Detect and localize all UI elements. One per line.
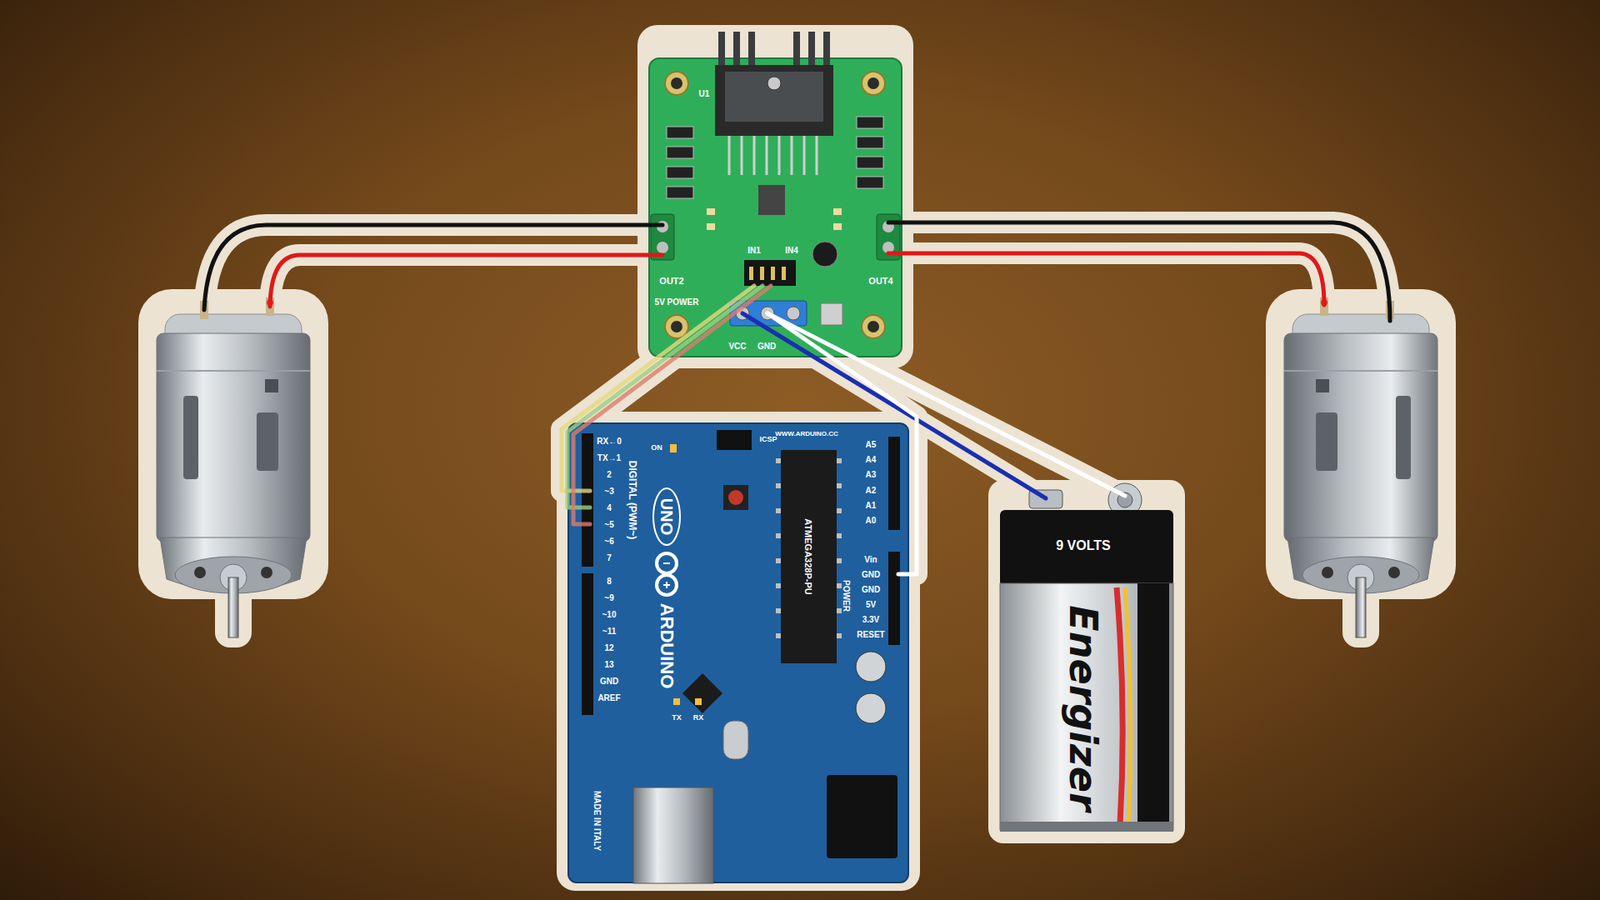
pin-label: GND xyxy=(757,341,776,351)
website-label: WWW.ARDUINO.CC xyxy=(775,430,839,439)
header-label: ICSP xyxy=(759,435,777,445)
pin-label: ~3 xyxy=(604,486,614,496)
pin-label: AREF xyxy=(597,693,620,703)
battery-voltage: 9 VOLTS xyxy=(1055,538,1111,554)
led-label: TX xyxy=(671,714,682,723)
pin-label: IN4 xyxy=(785,245,799,255)
pin-label: VCC xyxy=(728,341,746,351)
origin-label: MADE IN ITALY xyxy=(592,790,602,851)
pin-label: RX←0 xyxy=(596,436,621,446)
pin-label: ~10 xyxy=(602,610,617,620)
header-title: DIGITAL (PWM~) xyxy=(625,460,637,540)
pin-label: A1 xyxy=(865,500,877,510)
header-title: POWER xyxy=(841,580,851,612)
pin-label: 5V xyxy=(865,600,876,610)
terminal-label: OUT2 xyxy=(659,275,684,286)
pin-label: 2 xyxy=(606,470,612,480)
pin-label: 8 xyxy=(606,576,612,586)
pin-label: 4 xyxy=(606,503,612,513)
led-label: ON xyxy=(650,444,663,453)
pin-label: ~6 xyxy=(604,536,614,546)
pin-label: A3 xyxy=(865,470,877,480)
dc-motor xyxy=(138,289,329,648)
pin-label: 7 xyxy=(606,553,612,563)
pin-label: A2 xyxy=(865,485,877,495)
pin-label: TX→1 xyxy=(597,453,621,463)
pin-label: GND xyxy=(600,676,619,686)
pin-label: 3.3V xyxy=(862,615,880,625)
arduino-board xyxy=(556,411,920,891)
board-model: UNO xyxy=(657,498,676,535)
battery-9v xyxy=(988,480,1185,844)
pin-label: RESET xyxy=(856,630,885,640)
pin-label: 12 xyxy=(604,643,614,653)
terminal-label: OUT4 xyxy=(868,275,893,286)
pin-label: IN1 xyxy=(747,245,761,255)
chip-label: ATMEGA328P-PU xyxy=(803,518,814,595)
silkscreen-label: U1 xyxy=(699,89,710,99)
pin-label: ~11 xyxy=(602,626,616,636)
dc-motor xyxy=(1265,289,1456,648)
pin-label: ~5 xyxy=(604,520,614,530)
pin-label: GND xyxy=(861,570,880,580)
pin-label: ~9 xyxy=(604,593,614,603)
pin-label: 13 xyxy=(604,660,614,670)
board-brand: ARDUINO xyxy=(656,603,677,690)
pin-label: Vin xyxy=(864,555,877,565)
pin-label: A0 xyxy=(865,515,877,525)
pin-label: A5 xyxy=(865,440,877,450)
led-label: RX xyxy=(693,714,705,723)
silkscreen-label: 5V POWER xyxy=(655,297,700,307)
battery-brand: Energizer xyxy=(1062,605,1105,811)
pin-label: A4 xyxy=(865,455,877,465)
pin-label: GND xyxy=(861,585,880,595)
